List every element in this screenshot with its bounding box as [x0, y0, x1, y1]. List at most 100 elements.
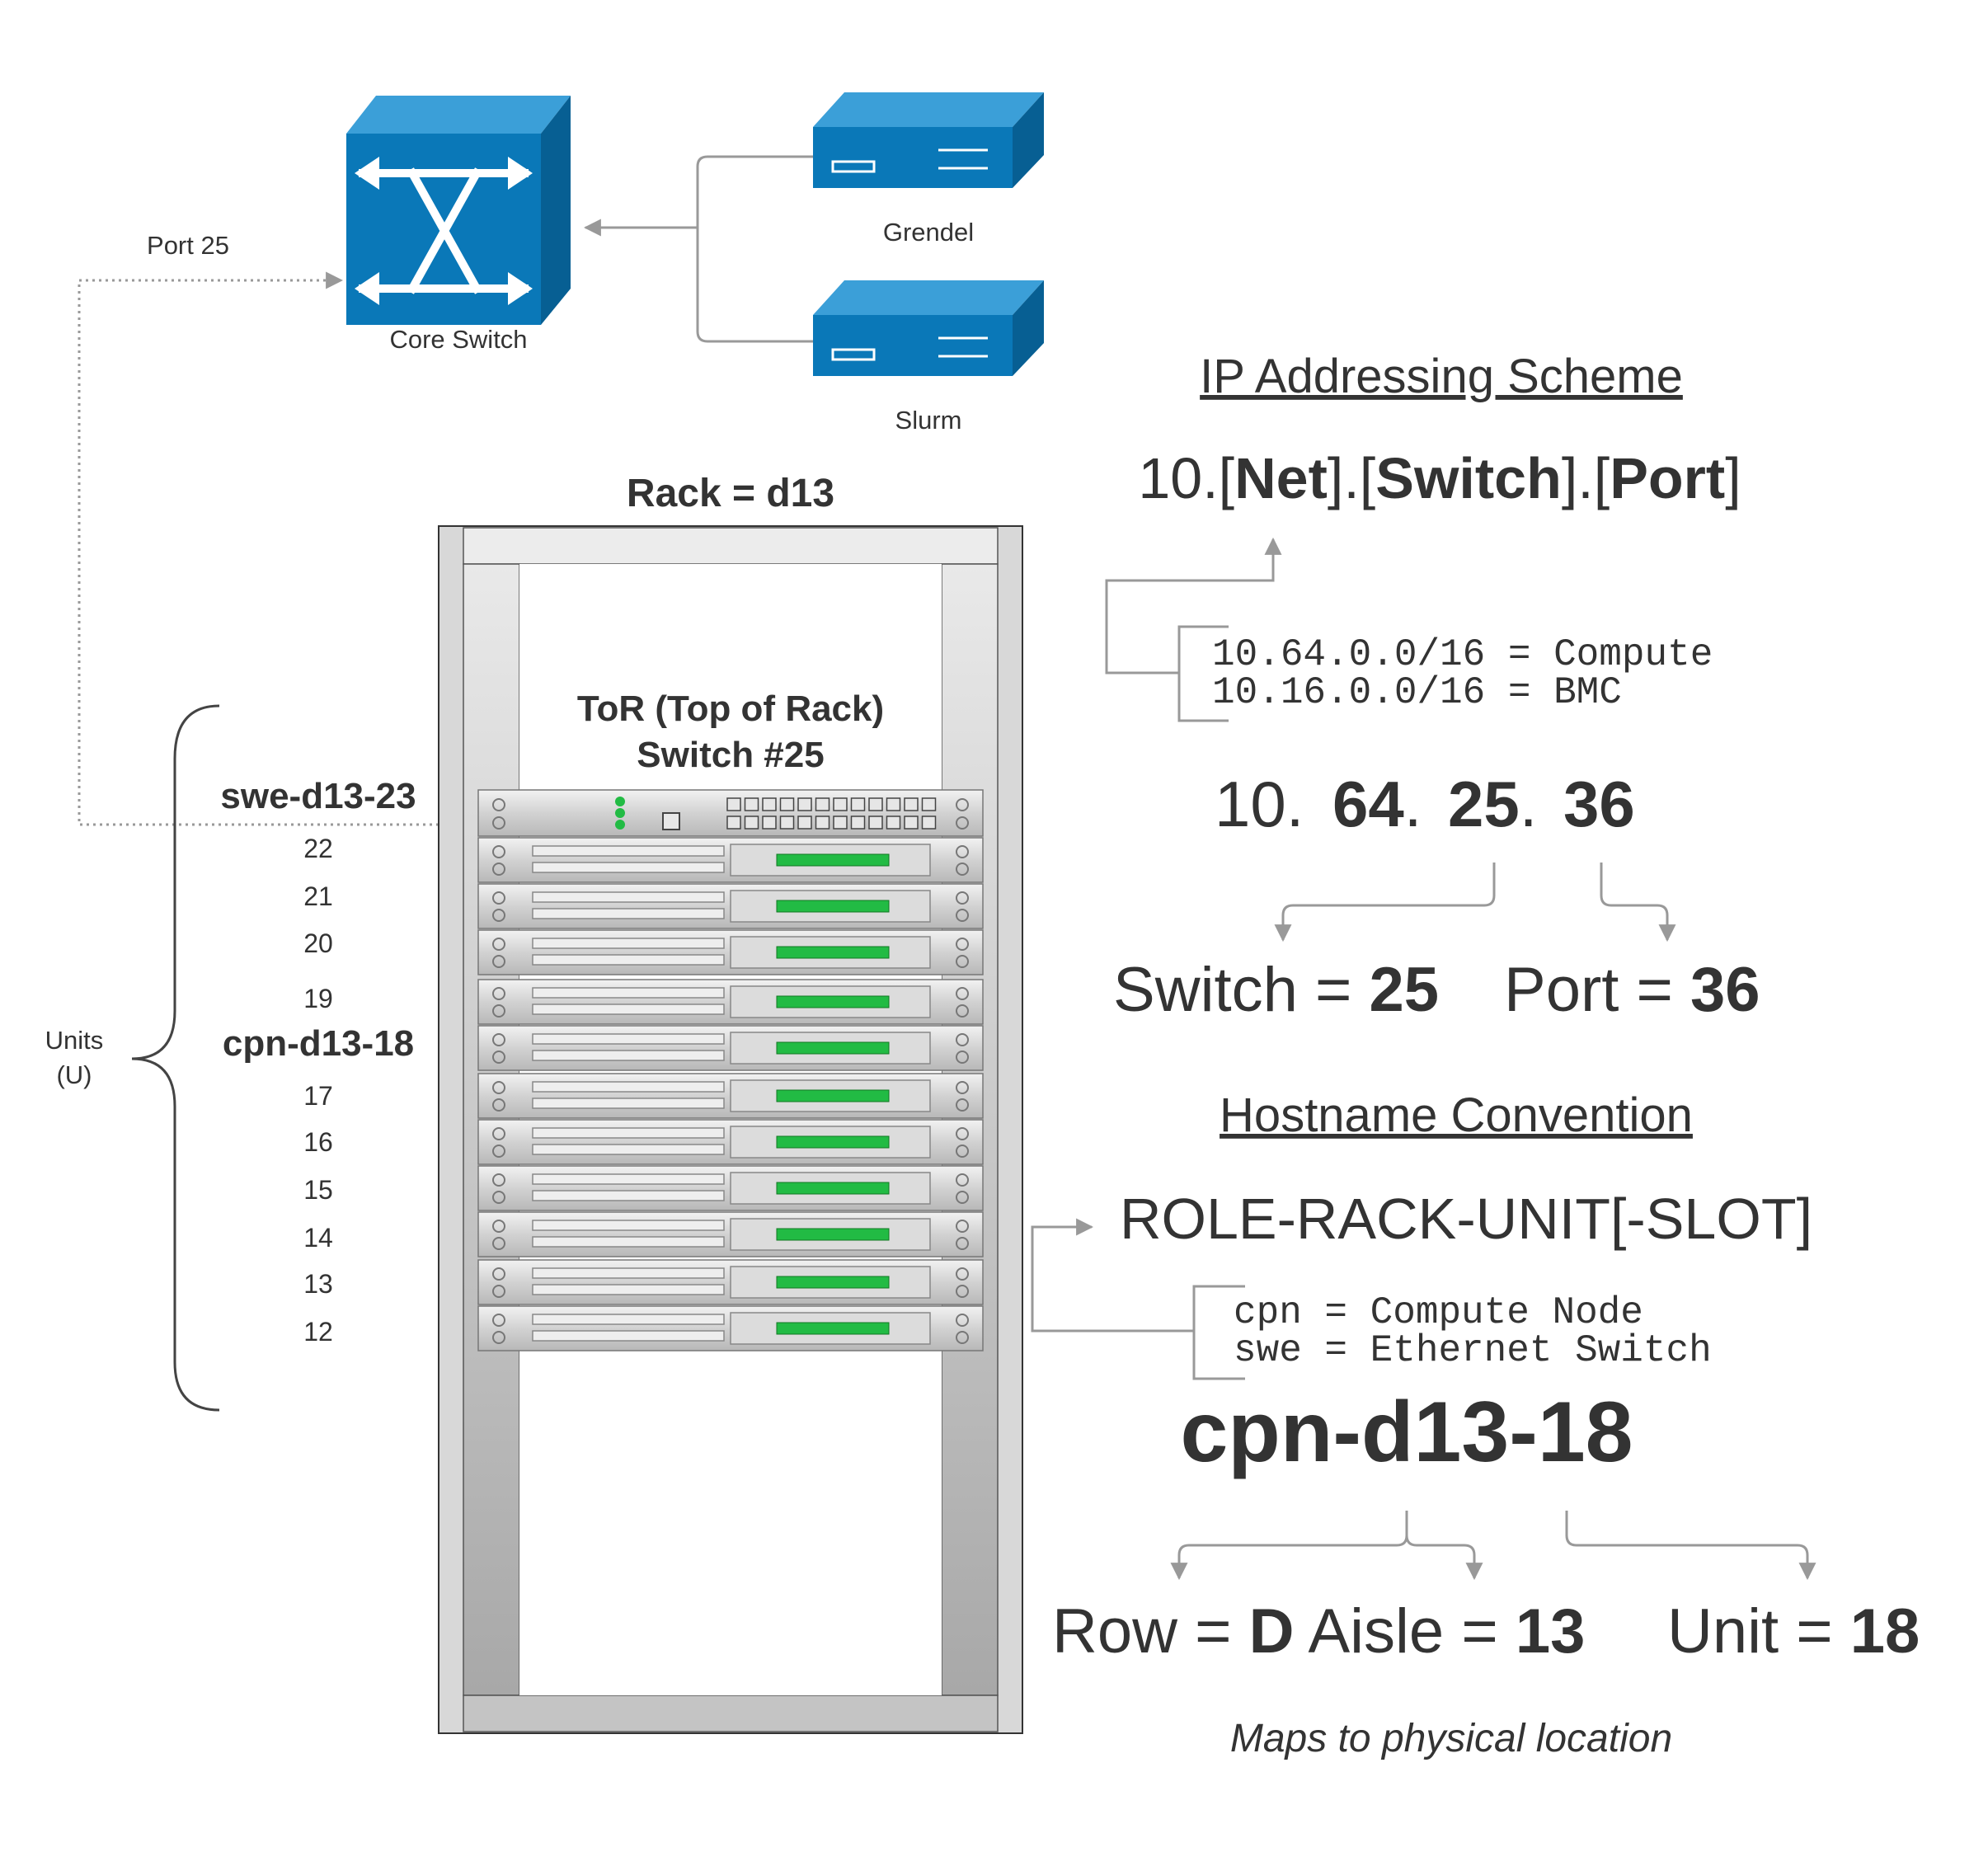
server-side	[1013, 280, 1044, 376]
server-unit	[477, 1259, 984, 1305]
server-unit	[477, 883, 984, 929]
console-port-icon	[662, 812, 680, 830]
ethernet-port-icon	[904, 816, 919, 830]
server-unit	[477, 979, 984, 1025]
ip-net-bmc: 10.16.0.0/16 = BMC	[1212, 671, 1622, 714]
core-switch-label: Core Switch	[389, 325, 527, 354]
ethernet-port-icon	[797, 797, 812, 811]
ethernet-port-icon	[904, 797, 919, 811]
status-bar-icon	[776, 900, 890, 913]
units-brace	[131, 704, 220, 1412]
port-link-label: Port 25	[147, 231, 229, 260]
status-bar-icon	[776, 1089, 890, 1102]
ethernet-port-icon	[833, 816, 848, 830]
server-unit	[477, 1211, 984, 1257]
ip-net-connector	[1105, 537, 1282, 722]
ethernet-port-icon	[779, 816, 795, 830]
status-led-icon	[615, 797, 625, 830]
status-bar-icon	[776, 1041, 890, 1055]
switch-arrowheads-icon	[355, 157, 533, 305]
ethernet-port-icon	[886, 816, 901, 830]
server-front	[813, 127, 1013, 188]
ethernet-port-icon	[726, 816, 741, 830]
tor-label-line1: ToR (Top of Rack)	[577, 689, 884, 729]
ethernet-port-icon	[726, 797, 741, 811]
core-switch: Core Switch	[346, 96, 571, 354]
ip-template: 10.[Net].[Switch].[Port]	[1138, 446, 1741, 510]
server-connector	[583, 155, 813, 343]
ethernet-port-icon	[762, 816, 777, 830]
status-bar-icon	[776, 1322, 890, 1335]
rack-title: Rack = d13	[627, 472, 834, 515]
role-compute: cpn = Compute Node	[1234, 1291, 1643, 1334]
port-mapping: Port = 36	[1504, 955, 1760, 1025]
ethernet-port-icon	[815, 816, 830, 830]
server-unit	[477, 1165, 984, 1211]
ip-heading: IP Addressing Scheme	[1200, 350, 1683, 403]
tor-label-line2: Switch #25	[637, 735, 824, 775]
server-grendel: Grendel	[813, 92, 1044, 247]
server-top	[813, 280, 1044, 315]
status-bar-icon	[776, 1228, 890, 1241]
ethernet-port-icon	[868, 797, 883, 811]
server-units	[477, 837, 984, 1351]
row-aisle-mapping: Row = D Aisle = 13	[1052, 1596, 1585, 1666]
server-unit	[477, 1119, 984, 1165]
ethernet-port-icon	[868, 816, 883, 830]
server-unit	[477, 1073, 984, 1119]
hostname-template: ROLE-RACK-UNIT[-SLOT]	[1120, 1187, 1812, 1251]
ethernet-port-icon	[921, 797, 937, 811]
ip-example-part-3: 25.	[1448, 768, 1537, 840]
server-slurm: Slurm	[813, 280, 1044, 435]
ip-net-compute: 10.64.0.0/16 = Compute	[1212, 633, 1713, 676]
unit-number-label: 13	[303, 1269, 333, 1299]
unit-hostname-label: swe-d13-23	[220, 776, 416, 816]
server-label: Slurm	[895, 406, 962, 435]
ethernet-port-icon	[762, 797, 777, 811]
core-switch-side	[541, 96, 571, 325]
unit-mapping: Unit = 18	[1667, 1596, 1920, 1666]
status-bar-icon	[776, 946, 890, 959]
server-drive-slot-icon	[831, 348, 876, 361]
ethernet-ports	[726, 797, 937, 830]
tor-switch-unit	[477, 789, 984, 837]
hostname-role-connector	[1031, 1218, 1245, 1380]
server-side	[1013, 92, 1044, 188]
server-unit	[477, 837, 984, 883]
unit-number-label: 22	[303, 834, 333, 863]
unit-number-label: 20	[303, 928, 333, 958]
ethernet-port-icon	[797, 816, 812, 830]
server-label: Grendel	[883, 218, 974, 247]
server-unit	[477, 1025, 984, 1071]
units-label-line1: Units	[45, 1026, 104, 1055]
ip-example-connector	[1274, 863, 1676, 942]
ip-example-part-4: 36	[1563, 768, 1635, 840]
unit-number-label: 15	[303, 1175, 333, 1205]
ethernet-port-icon	[833, 797, 848, 811]
ethernet-port-icon	[779, 797, 795, 811]
ip-example-part-2: 64.	[1332, 768, 1422, 840]
ethernet-port-icon	[921, 816, 937, 830]
hostname-example: cpn-d13-18	[1180, 1384, 1633, 1480]
units-label-line2: (U)	[56, 1060, 92, 1089]
status-bar-icon	[776, 1135, 890, 1149]
unit-number-label: 19	[303, 984, 333, 1013]
server-front	[813, 315, 1013, 376]
core-switch-top	[346, 96, 571, 134]
unit-number-label: 14	[303, 1223, 333, 1253]
switch-mapping: Switch = 25	[1113, 955, 1439, 1025]
unit-number-label: 16	[303, 1127, 333, 1157]
ethernet-port-icon	[850, 797, 866, 811]
status-bar-icon	[776, 1276, 890, 1289]
ethernet-port-icon	[744, 797, 759, 811]
ethernet-port-icon	[744, 816, 759, 830]
unit-number-label: 21	[303, 881, 333, 911]
status-bar-icon	[776, 995, 890, 1008]
unit-number-label: 17	[303, 1081, 333, 1111]
hostname-example-connector	[1170, 1511, 1816, 1581]
ip-example-part-1: 10.	[1215, 768, 1304, 840]
unit-number-label: 12	[303, 1317, 333, 1347]
ethernet-port-icon	[850, 816, 866, 830]
server-unit	[477, 1305, 984, 1351]
